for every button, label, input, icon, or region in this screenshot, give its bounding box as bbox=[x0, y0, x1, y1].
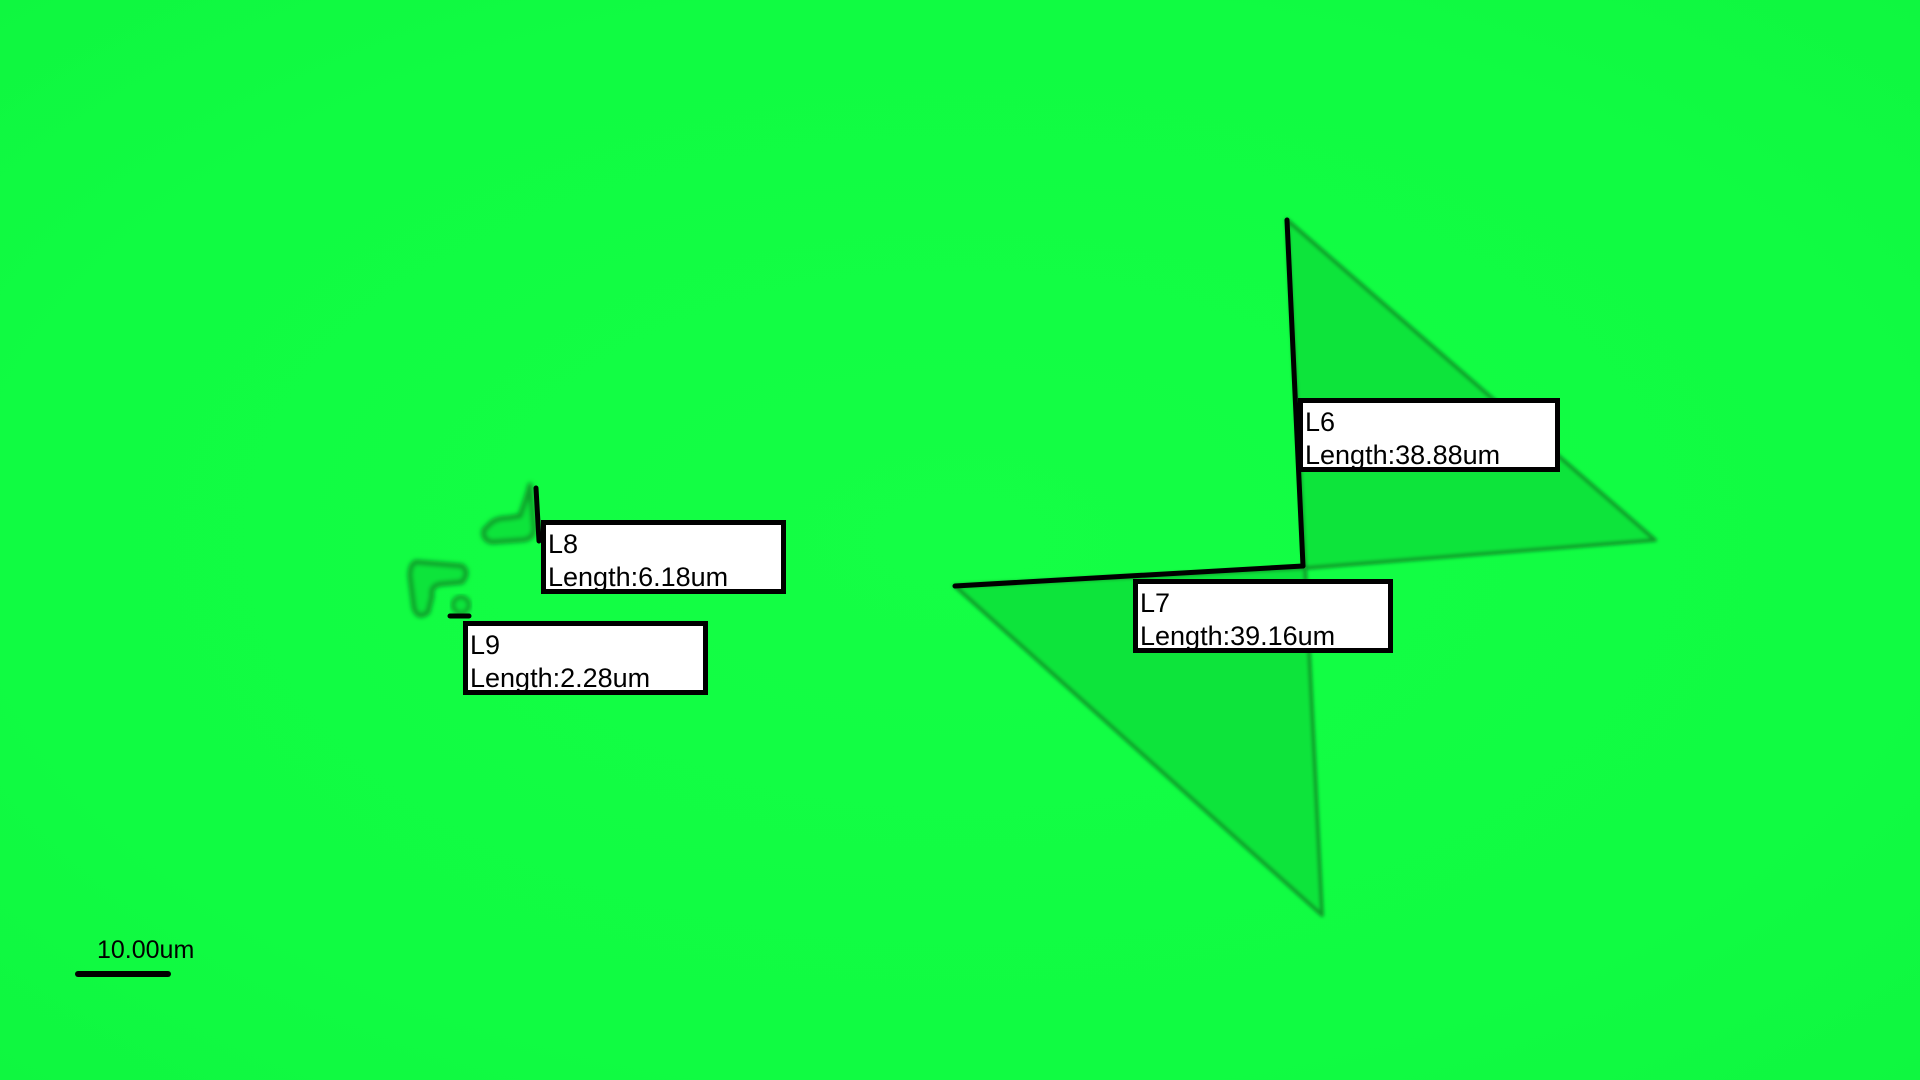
measure-id-l8: L8 bbox=[548, 529, 579, 559]
measure-label-l8[interactable]: L8 Length:6.18um bbox=[541, 520, 786, 594]
measure-length-l9: Length:2.28um bbox=[470, 663, 651, 693]
scale-bar bbox=[75, 971, 171, 977]
measure-label-l6[interactable]: L6 Length:38.88um bbox=[1298, 398, 1560, 472]
crystal-small-flake-lower bbox=[407, 559, 469, 618]
measure-label-l7[interactable]: L7 Length:39.16um bbox=[1133, 579, 1393, 653]
measure-id-l9: L9 bbox=[470, 630, 501, 660]
measure-length-l6: Length:38.88um bbox=[1305, 440, 1501, 470]
crystal-small-flake-upper bbox=[481, 482, 537, 545]
crystal-upper-triangle bbox=[1285, 218, 1657, 570]
measure-label-l9[interactable]: L9 Length:2.28um bbox=[463, 621, 708, 695]
measure-line-l6 bbox=[1284, 217, 1306, 569]
measure-line-l8 bbox=[533, 485, 542, 544]
measure-id-l7: L7 bbox=[1140, 588, 1171, 618]
measure-length-l8: Length:6.18um bbox=[548, 562, 729, 592]
scale-bar-label: 10.00um bbox=[97, 936, 195, 964]
measure-id-l6: L6 bbox=[1305, 407, 1336, 437]
measure-length-l7: Length:39.16um bbox=[1140, 621, 1336, 651]
measure-line-l7 bbox=[952, 563, 1306, 589]
crystal-small-dot bbox=[451, 595, 471, 615]
